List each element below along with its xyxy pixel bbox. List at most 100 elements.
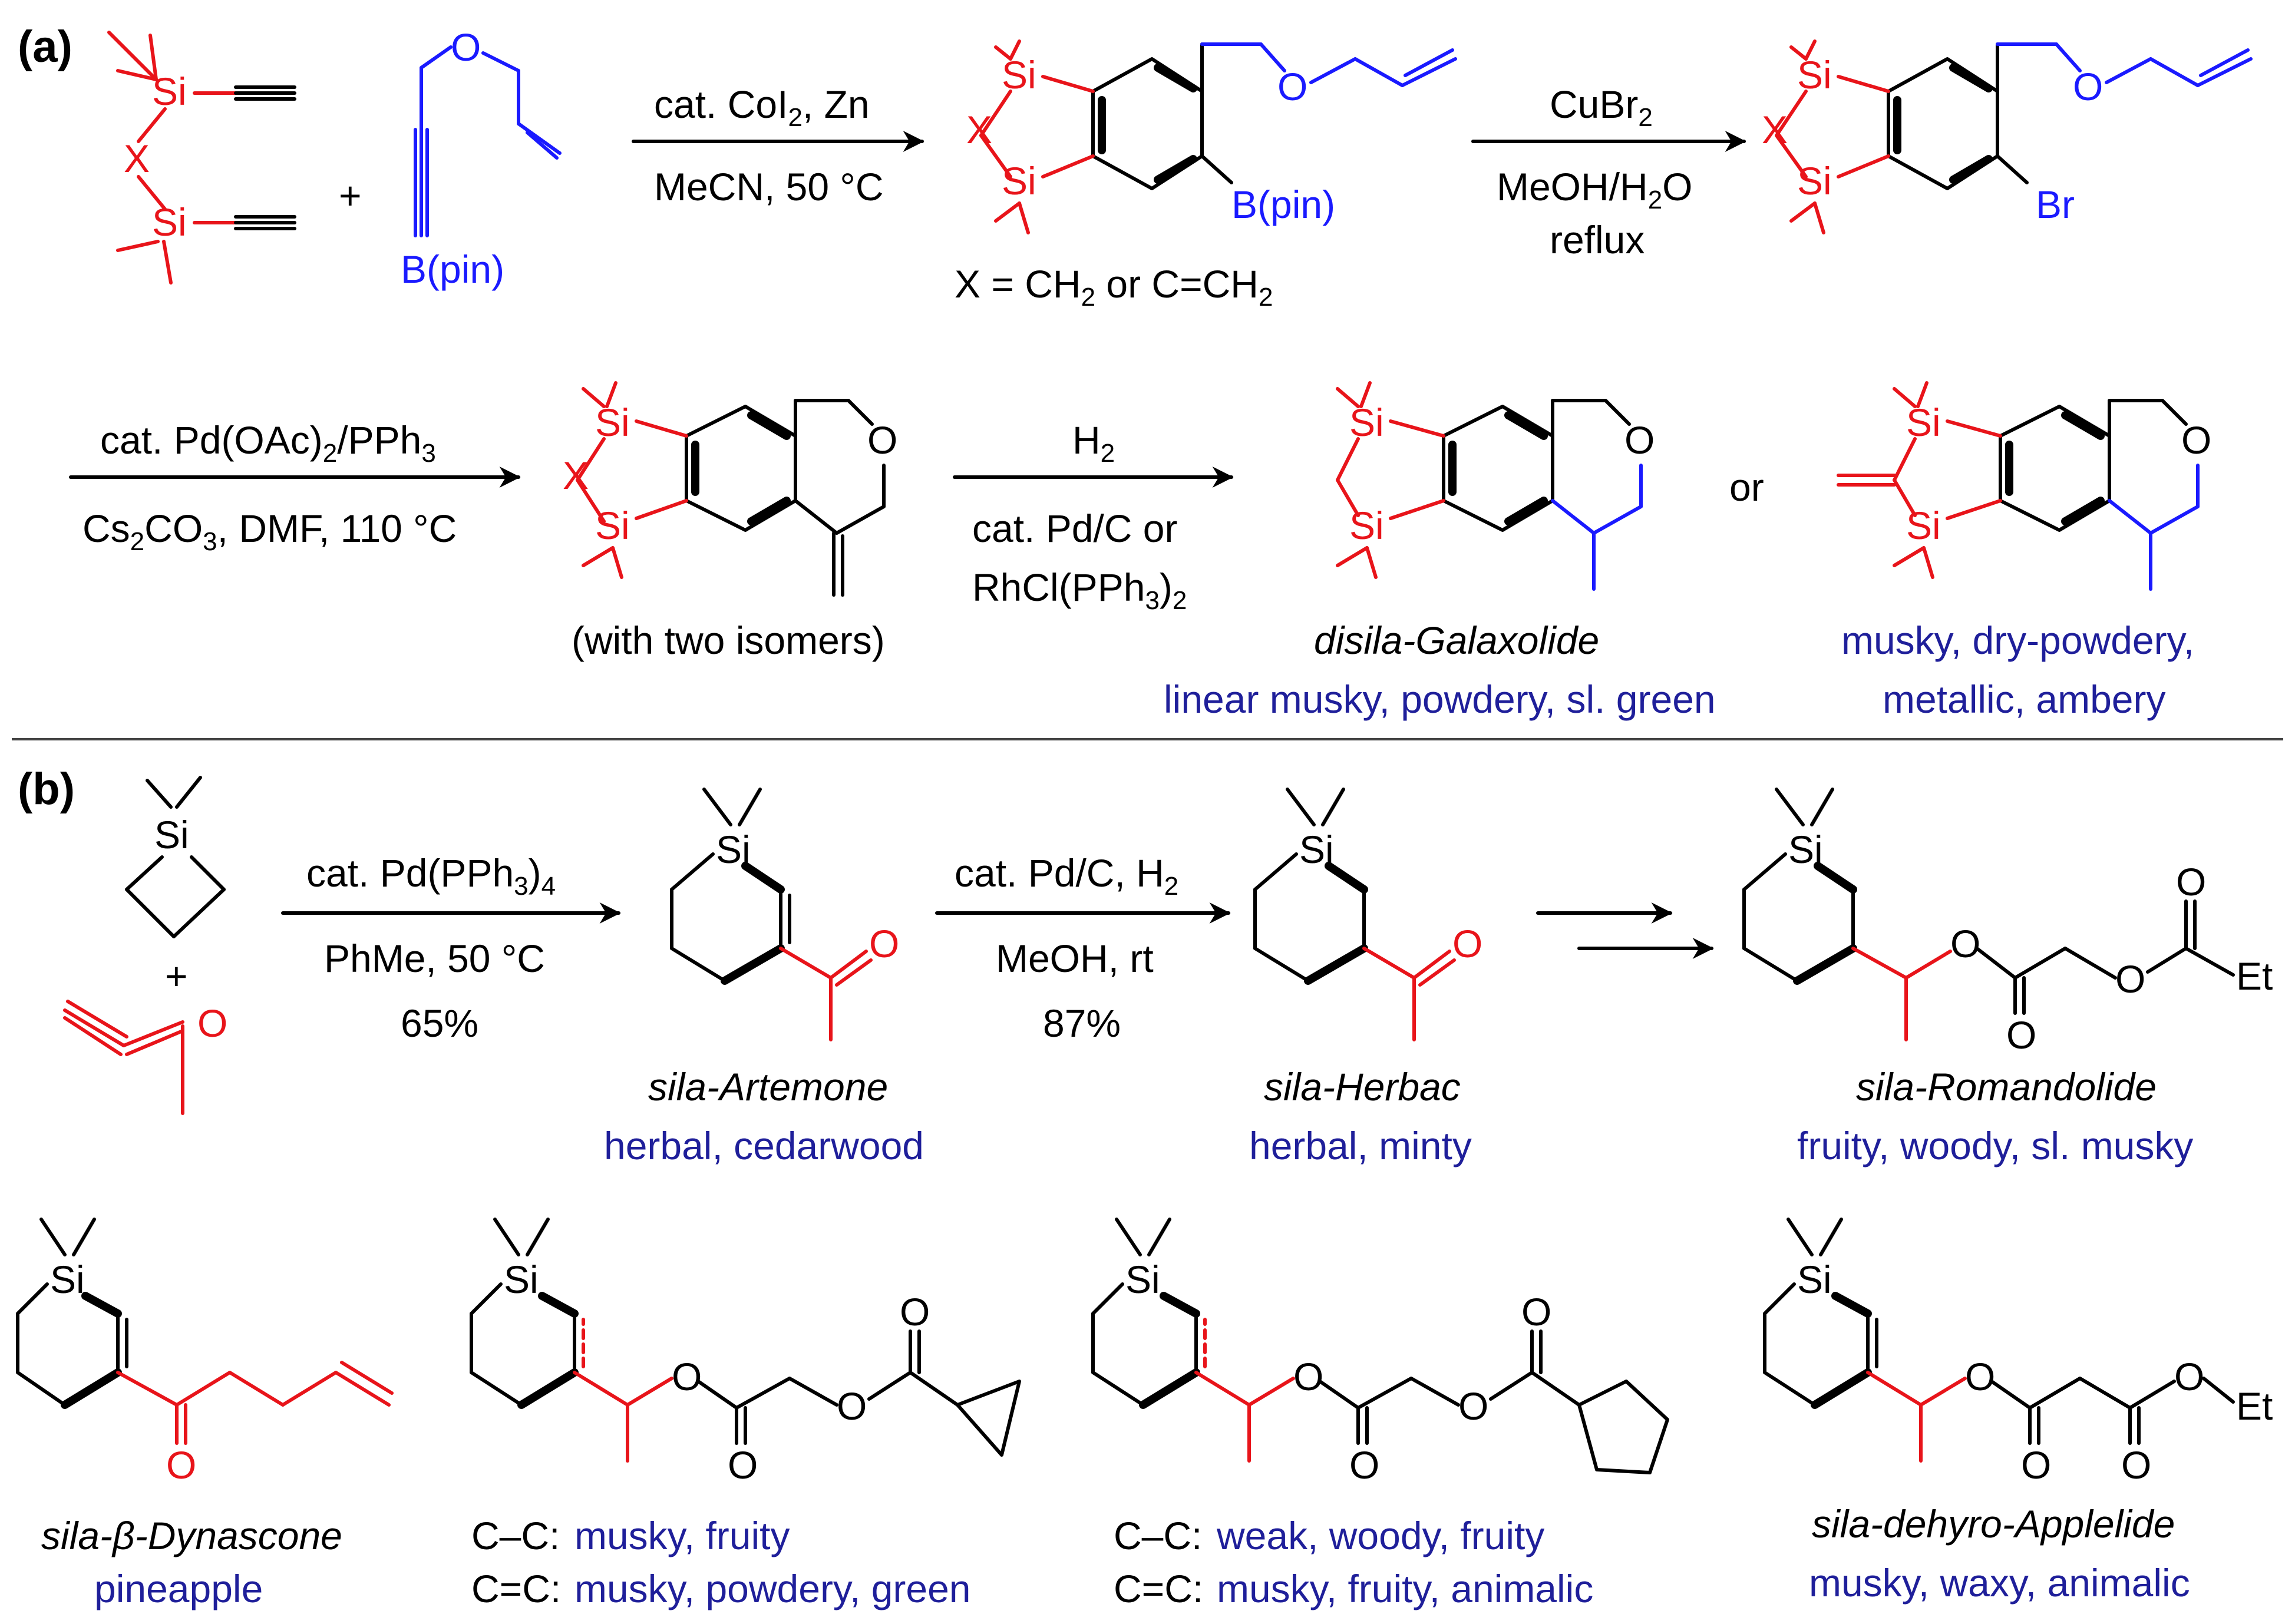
panel-b-label: (b) bbox=[18, 764, 75, 814]
si-atom: Si bbox=[154, 813, 189, 856]
si-atom: Si bbox=[595, 401, 630, 444]
panel-a-label: (a) bbox=[18, 22, 72, 72]
product-name: sila-dehyro-Applelide bbox=[1812, 1502, 2175, 1546]
step3-catalyst: cat. Pd(OAc)2/PPh3 bbox=[100, 418, 436, 468]
sila-applelide-structure: Si O O O O Et bbox=[1763, 1218, 2273, 1487]
product-name: sila-β-Dynascone bbox=[41, 1514, 342, 1557]
sila-romandolide-structure: Si O O O O Et bbox=[1742, 788, 2273, 1057]
product-name: sila-Herbac bbox=[1264, 1065, 1461, 1109]
product-name: disila-Galaxolide bbox=[1314, 618, 1599, 662]
si-atom: Si bbox=[595, 504, 630, 547]
methylidene-disila-galaxolide-structure: Si Si O bbox=[1837, 381, 2211, 591]
o-atom: O bbox=[2174, 1355, 2204, 1398]
odor-description: metallic, ambery bbox=[1883, 677, 2165, 721]
disilaindane-bromide: Si X Si O Br bbox=[1762, 39, 2253, 234]
silacyclobutane: Si bbox=[125, 776, 226, 938]
product-name: sila-Artemone bbox=[648, 1065, 888, 1109]
sila-artemone-structure: Si O bbox=[670, 788, 899, 1041]
o-atom: O bbox=[2181, 418, 2211, 462]
odor-description: musky, powdery, green bbox=[574, 1567, 971, 1610]
o-atom: O bbox=[451, 25, 481, 69]
odor-description: musky, fruity, animalic bbox=[1217, 1567, 1593, 1610]
bromine-atom: Br bbox=[2036, 183, 2075, 226]
o-atom: O bbox=[1277, 65, 1307, 108]
sila-herbac-structure: Si O bbox=[1253, 788, 1482, 1041]
disila-galaxolide-structure: Si Si O bbox=[1336, 381, 1655, 591]
o-atom: O bbox=[2021, 1443, 2051, 1487]
odor-description: herbal, cedarwood bbox=[604, 1124, 924, 1167]
step4-catalyst: cat. Pd/C or bbox=[972, 507, 1177, 550]
odor-description: musky, waxy, animalic bbox=[1809, 1561, 2190, 1605]
step1-catalyst: cat. CoI2, Zn bbox=[654, 82, 870, 132]
si-atom: Si bbox=[1797, 159, 1832, 203]
x-atom: X bbox=[124, 137, 150, 180]
o-atom: O bbox=[2121, 1443, 2151, 1487]
o-atom: O bbox=[1965, 1355, 1995, 1398]
step-b2-conditions: MeOH, rt bbox=[996, 937, 1154, 980]
cyclopentyl-ester-structure: Si O O O O bbox=[1091, 1218, 1669, 1487]
o-atom: O bbox=[1458, 1384, 1488, 1428]
o-atom: O bbox=[867, 418, 897, 462]
step3-conditions: Cs2CO3, DMF, 110 °C bbox=[82, 507, 457, 556]
si-atom: Si bbox=[152, 200, 187, 244]
si-atom: Si bbox=[1002, 53, 1036, 97]
or-label: or bbox=[1729, 465, 1764, 509]
alkynyl-boronate: O B(pin) bbox=[401, 25, 562, 291]
o-atom: O bbox=[2176, 860, 2206, 904]
step2-conditions: reflux bbox=[1550, 218, 1645, 262]
o-atom: O bbox=[900, 1290, 930, 1334]
step-b1-conditions: PhMe, 50 °C bbox=[324, 937, 545, 980]
bpin-group: B(pin) bbox=[401, 247, 504, 291]
o-atom: O bbox=[2006, 1013, 2036, 1057]
si-atom: Si bbox=[1906, 401, 1941, 444]
o-atom: O bbox=[2073, 65, 2103, 108]
si-atom: Si bbox=[152, 70, 187, 113]
si-atom: Si bbox=[1125, 1258, 1160, 1301]
o-atom: O bbox=[1624, 418, 1655, 462]
o-atom: O bbox=[166, 1443, 196, 1487]
ceq-label: C=C: bbox=[471, 1567, 561, 1610]
si-atom: Si bbox=[1797, 1258, 1832, 1301]
step1-conditions: MeCN, 50 °C bbox=[654, 165, 884, 209]
si-atom: Si bbox=[504, 1258, 539, 1301]
odor-description: pineapple bbox=[94, 1567, 263, 1610]
exomethylene-isochroman: Si X Si O bbox=[563, 381, 897, 597]
si-atom: Si bbox=[1349, 401, 1384, 444]
o-atom: O bbox=[1521, 1290, 1551, 1334]
x-definition: X = CH2 or C=CH2 bbox=[955, 262, 1273, 312]
step2-solvent: MeOH/H2O bbox=[1497, 165, 1693, 214]
product-name: sila-Romandolide bbox=[1856, 1065, 2157, 1109]
si-atom: Si bbox=[50, 1258, 85, 1301]
step4-catalyst-alt: RhCl(PPh3)2 bbox=[972, 565, 1187, 615]
step2-reagent: CuBr2 bbox=[1550, 82, 1653, 132]
o-atom: O bbox=[728, 1443, 758, 1487]
disilaindane-boronate: Si X Si O B(pin) bbox=[966, 39, 1457, 234]
bpin-group: B(pin) bbox=[1231, 183, 1335, 226]
o-atom: O bbox=[197, 1001, 227, 1045]
o-atom: O bbox=[1950, 922, 1980, 965]
bis-ethynyl-disilane: Si X Si bbox=[107, 31, 296, 285]
si-atom: Si bbox=[1002, 159, 1036, 203]
o-atom: O bbox=[1293, 1355, 1323, 1398]
plus-sign: + bbox=[339, 174, 362, 217]
step-b1-catalyst: cat. Pd(PPh3)4 bbox=[306, 851, 556, 901]
ethyl-group: Et bbox=[2236, 1384, 2273, 1428]
ceq-label: C=C: bbox=[1114, 1567, 1203, 1610]
cc-label: C–C: bbox=[1114, 1514, 1202, 1557]
cyclopropyl-ester-structure: Si O O O O bbox=[470, 1218, 1021, 1487]
odor-description: linear musky, powdery, sl. green bbox=[1164, 677, 1716, 721]
step-b2-yield: 87% bbox=[1043, 1001, 1121, 1045]
o-atom: O bbox=[837, 1384, 867, 1428]
ethyl-group: Et bbox=[2236, 954, 2273, 998]
o-atom: O bbox=[1349, 1443, 1379, 1487]
o-atom: O bbox=[869, 922, 899, 965]
butynone: O bbox=[63, 1000, 227, 1115]
step-b2-reagent: cat. Pd/C, H2 bbox=[955, 851, 1178, 901]
step4-reagent: H2 bbox=[1072, 418, 1115, 468]
isomers-note: (with two isomers) bbox=[572, 618, 885, 662]
o-atom: O bbox=[2115, 957, 2145, 1001]
o-atom: O bbox=[1452, 922, 1482, 965]
plus-sign: + bbox=[165, 954, 188, 998]
odor-description: weak, woody, fruity bbox=[1216, 1514, 1544, 1557]
